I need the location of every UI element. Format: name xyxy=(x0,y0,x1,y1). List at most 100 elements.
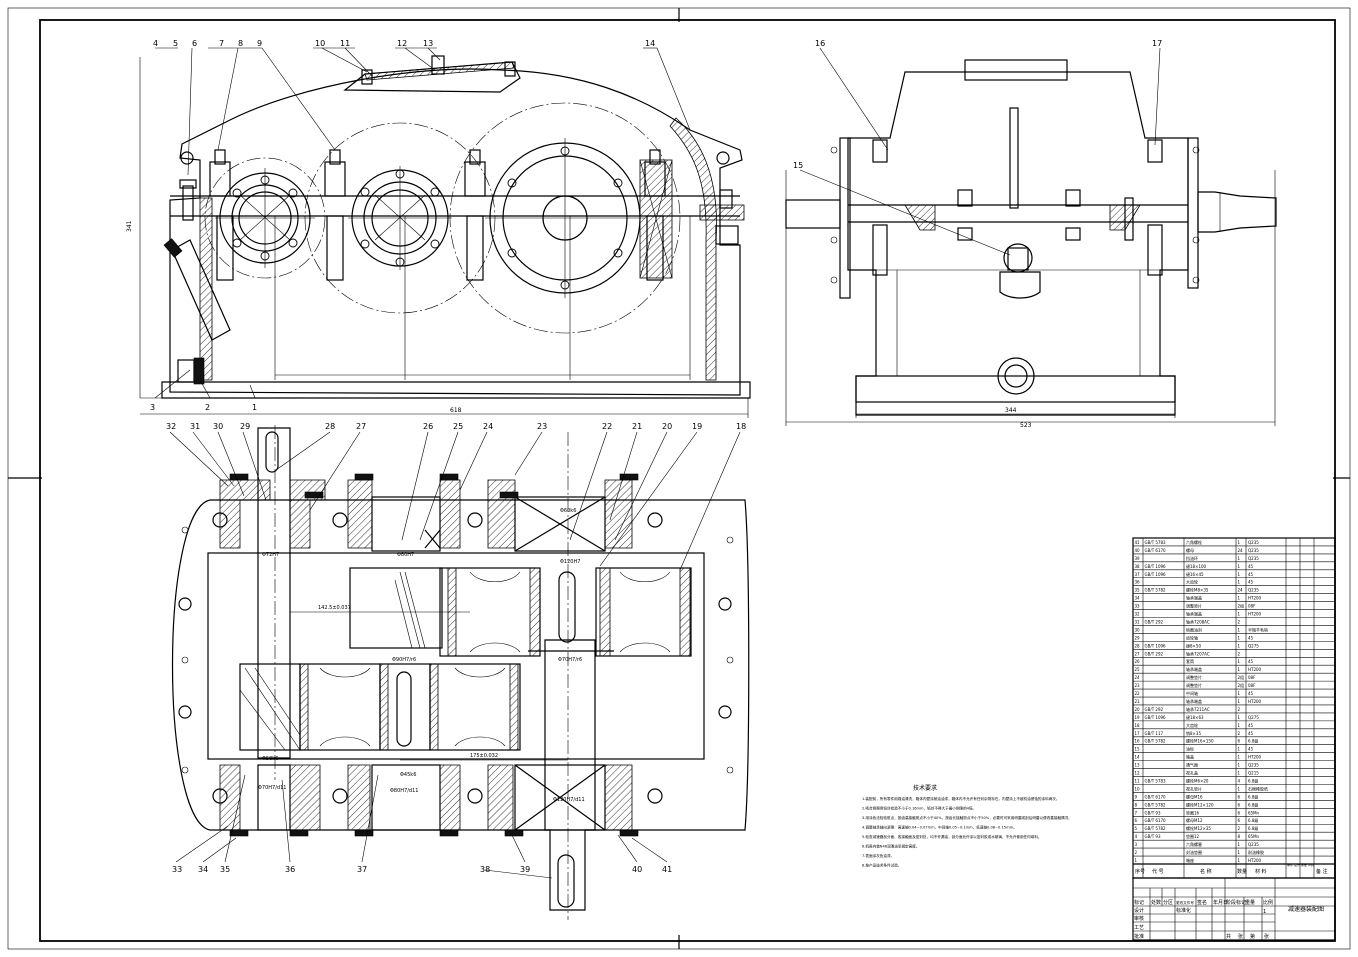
parts-cell-code: GB/T 5783 xyxy=(1145,778,1167,783)
tech-item: 8.按产品技术条件试验。 xyxy=(862,863,901,868)
parts-cell-no: 6 xyxy=(1135,818,1138,823)
parts-cell-code: GB/T 292 xyxy=(1145,651,1164,656)
parts-cell-no: 7 xyxy=(1135,810,1138,815)
parts-cell-qty: 1 xyxy=(1238,564,1241,569)
parts-cell-qty: 1 xyxy=(1238,755,1241,760)
parts-cell-qty: 2 xyxy=(1238,707,1241,712)
parts-cell-no: 37 xyxy=(1135,572,1141,577)
parts-cell-name: 调整垫片 xyxy=(1186,682,1202,688)
parts-cell-material: 45 xyxy=(1248,572,1254,577)
dim-side-523: 523 xyxy=(1020,422,1032,429)
tb-label-17: 张 xyxy=(1264,933,1269,940)
parts-cell-name: 大齿轮 xyxy=(1186,579,1198,585)
parts-cell-name: 螺栓M16×150 xyxy=(1186,738,1214,744)
hdr-remark: 备 注 xyxy=(1316,868,1328,875)
parts-cell-qty: 2 xyxy=(1238,731,1241,736)
parts-cell-material: 08F xyxy=(1248,675,1256,680)
parts-cell-qty: 1 xyxy=(1238,659,1241,664)
parts-cell-no: 30 xyxy=(1135,627,1141,632)
parts-cell-material: 6.8级 xyxy=(1248,793,1258,799)
label-39: 39 xyxy=(520,865,530,874)
parts-cell-qty: 1 xyxy=(1238,771,1241,776)
parts-cell-material: Q235 xyxy=(1248,548,1259,553)
parts-cell-material: Q235 xyxy=(1248,588,1259,593)
parts-cell-material: Q275 xyxy=(1248,643,1259,648)
parts-cell-name: 齿轮轴 xyxy=(1186,634,1198,640)
dim-phi120h7: Φ120H7 xyxy=(560,559,580,565)
parts-cell-material: HT200 xyxy=(1248,596,1262,601)
parts-cell-material: 耐油橡胶 xyxy=(1248,849,1264,855)
parts-cell-no: 41 xyxy=(1135,540,1141,545)
parts-cell-material: Q275 xyxy=(1248,715,1259,720)
parts-cell-no: 35 xyxy=(1135,588,1141,593)
label-16: 16 xyxy=(815,39,825,48)
label-18: 18 xyxy=(736,422,746,431)
parts-cell-qty: 6 xyxy=(1238,810,1241,815)
plan-section-view: Φ72H7 142.5±0.037 Φ60k6 Φ80H7 Φ90H7/r6 Φ… xyxy=(166,422,750,920)
parts-cell-name: 螺母M16 xyxy=(1186,793,1203,799)
parts-cell-code: GB/T 93 xyxy=(1145,834,1161,839)
parts-cell-name: 视孔盖 xyxy=(1186,770,1198,776)
title-block: 标记 处数 分区 更改文件号 签名 年月日 设计 标准化 审核 工艺 批准 阶段… xyxy=(1132,877,1336,941)
tech-items: 1.装配前，所有零件用煤油清洗，箱体内壁涂耐油油漆，箱体内不允许有任何杂物存在。… xyxy=(862,796,1072,868)
label-27: 27 xyxy=(356,422,366,431)
tb-label-16: 第 xyxy=(1250,933,1255,940)
dim-width-618: 618 xyxy=(450,407,462,414)
parts-cell-no: 15 xyxy=(1135,747,1141,752)
parts-cell-material: 6.8级 xyxy=(1248,738,1258,744)
tb-label-7: 标准化 xyxy=(1176,907,1191,914)
parts-cell-material: 45 xyxy=(1248,723,1254,728)
front-view: 341 618 xyxy=(126,39,751,418)
parts-cell-material: 08F xyxy=(1248,683,1256,688)
parts-cell-material: 45 xyxy=(1248,635,1254,640)
tb-label-13: 比例 xyxy=(1263,899,1273,906)
front-view-part-labels: 4 5 6 7 8 9 10 11 12 13 14 3 2 1 xyxy=(150,39,655,412)
tech-item: 4.调整轴承轴向游隙：高速轴0.04~0.07mm，中间轴0.05~0.1mm，… xyxy=(862,825,1017,830)
label-12: 12 xyxy=(397,39,407,48)
label-7: 7 xyxy=(219,39,224,48)
label-37: 37 xyxy=(357,865,367,874)
parts-cell-no: 40 xyxy=(1135,548,1141,553)
parts-cell-material: 6.8级 xyxy=(1248,801,1258,807)
parts-cell-qty: 6 xyxy=(1238,739,1241,744)
label-11: 11 xyxy=(340,39,350,48)
parts-cell-material: 45 xyxy=(1248,731,1254,736)
parts-cell-qty: 2组 xyxy=(1238,603,1245,609)
parts-cell-name: 轴承端盖 xyxy=(1186,611,1202,617)
label-31: 31 xyxy=(190,422,200,431)
parts-cell-material: HT200 xyxy=(1248,699,1262,704)
parts-cell-no: 5 xyxy=(1135,826,1138,831)
dim-phi70h7r6: Φ70H7/r6 xyxy=(558,657,582,663)
label-33: 33 xyxy=(172,865,182,874)
parts-cell-qty: 6 xyxy=(1238,802,1241,807)
label-38: 38 xyxy=(480,865,490,874)
parts-cell-name: 箱盖 xyxy=(1186,754,1194,760)
parts-cell-qty: 1 xyxy=(1238,643,1241,648)
tech-title: 技术要求 xyxy=(913,784,937,792)
tb-label-12: 重量 xyxy=(1245,899,1255,906)
parts-cell-code: GB/T 5782 xyxy=(1145,588,1167,593)
parts-cell-no: 29 xyxy=(1135,635,1141,640)
parts-cell-qty: 1 xyxy=(1238,699,1241,704)
dim-phi80h7d11: Φ80H7/d11 xyxy=(390,788,418,794)
dim-142-5: 142.5±0.037 xyxy=(318,605,351,611)
parts-cell-name: 轴承端盖 xyxy=(1186,595,1202,601)
parts-cell-material: 半粗羊毛毡 xyxy=(1248,626,1268,632)
parts-cell-code: GB/T 117 xyxy=(1145,731,1164,736)
parts-cell-material: Q235 xyxy=(1248,842,1259,847)
parts-cell-qty: 1 xyxy=(1238,858,1241,863)
section-part-labels: 32 31 30 29 28 27 26 25 24 23 22 21 20 1… xyxy=(166,422,746,874)
parts-cell-no: 8 xyxy=(1135,802,1138,807)
label-17: 17 xyxy=(1152,39,1162,48)
parts-cell-material: 08F xyxy=(1248,604,1256,609)
tb-label-14: 共 xyxy=(1226,933,1231,940)
hdr-no: 序号 xyxy=(1135,868,1145,875)
parts-cell-material: 45 xyxy=(1248,659,1254,664)
parts-cell-no: 12 xyxy=(1135,771,1141,776)
parts-cell-no: 27 xyxy=(1135,651,1141,656)
parts-cell-qty: 6 xyxy=(1238,794,1241,799)
tb-label-9: 工艺 xyxy=(1134,925,1144,931)
parts-cell-name: 视孔垫片 xyxy=(1186,785,1202,791)
